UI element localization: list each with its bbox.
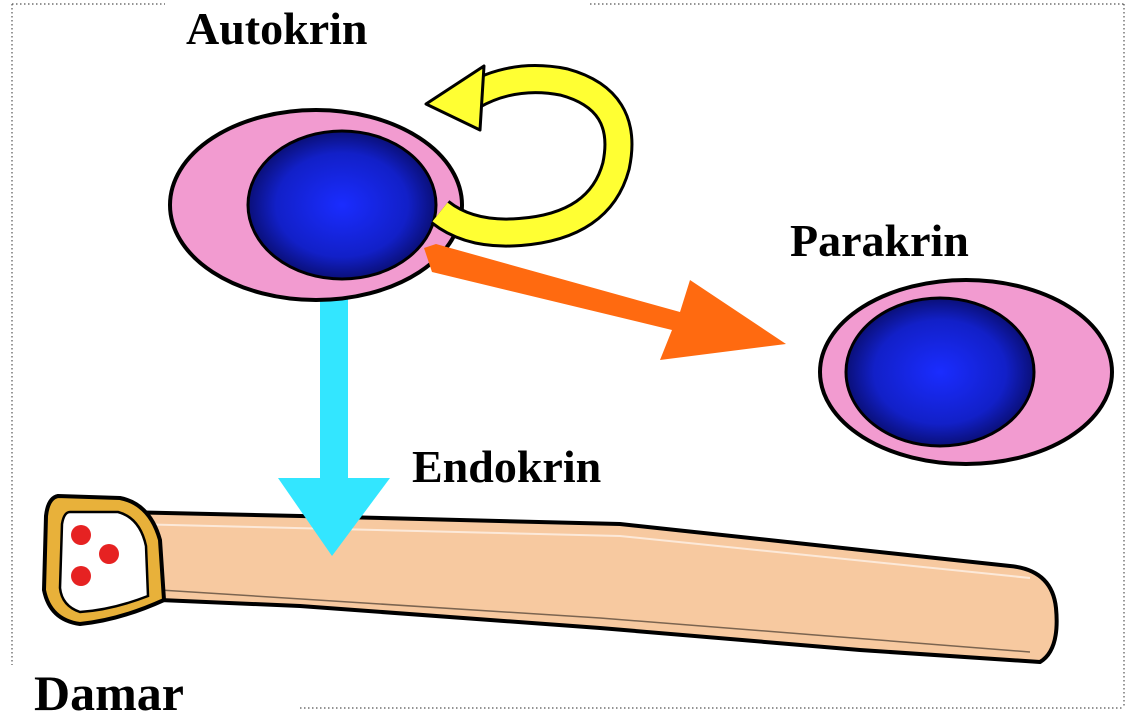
paracrine-arrow [424,244,786,360]
label-damar: Damar [34,668,184,713]
blood-cell-icon [71,566,91,586]
blood-cell-icon [71,525,91,545]
label-endokrin: Endokrin [412,444,605,490]
blood-cell-icon [99,544,119,564]
label-autokrin: Autokrin [186,6,367,52]
label-parakrin: Parakrin [790,218,969,264]
target-cell-icon [820,280,1112,464]
source-cell-icon [170,110,462,300]
autocrine-arrow [426,66,618,233]
blood-vessel-icon [44,496,1057,662]
